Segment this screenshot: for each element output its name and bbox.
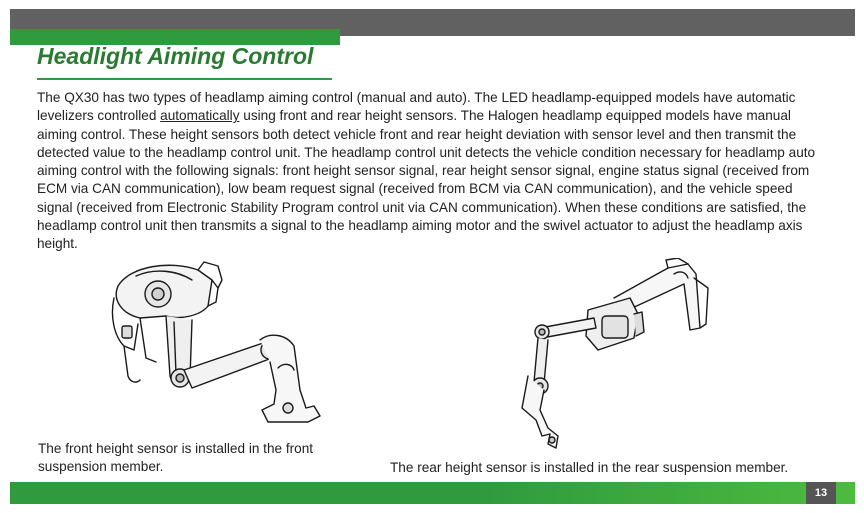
page-title: Headlight Aiming Control [37, 43, 314, 69]
page-number: 13 [806, 482, 836, 504]
front-height-sensor-figure [111, 261, 321, 423]
body-text-part2: using front and rear height sensors. The… [37, 108, 816, 252]
body-text-underlined: automatically [160, 108, 240, 124]
body-paragraph: The QX30 has two types of headlamp aimin… [37, 89, 827, 254]
body-text-part1: The QX30 has two types of headlamp aimin… [37, 90, 796, 124]
title-underline [37, 78, 332, 80]
front-sensor-caption: The front height sensor is installed in … [38, 441, 314, 474]
rear-height-sensor-figure [521, 258, 709, 449]
header-bar [10, 9, 855, 45]
rear-sensor-caption: The rear height sensor is installed in t… [390, 460, 789, 475]
header-accent [10, 29, 340, 45]
footer-bar [10, 482, 855, 504]
